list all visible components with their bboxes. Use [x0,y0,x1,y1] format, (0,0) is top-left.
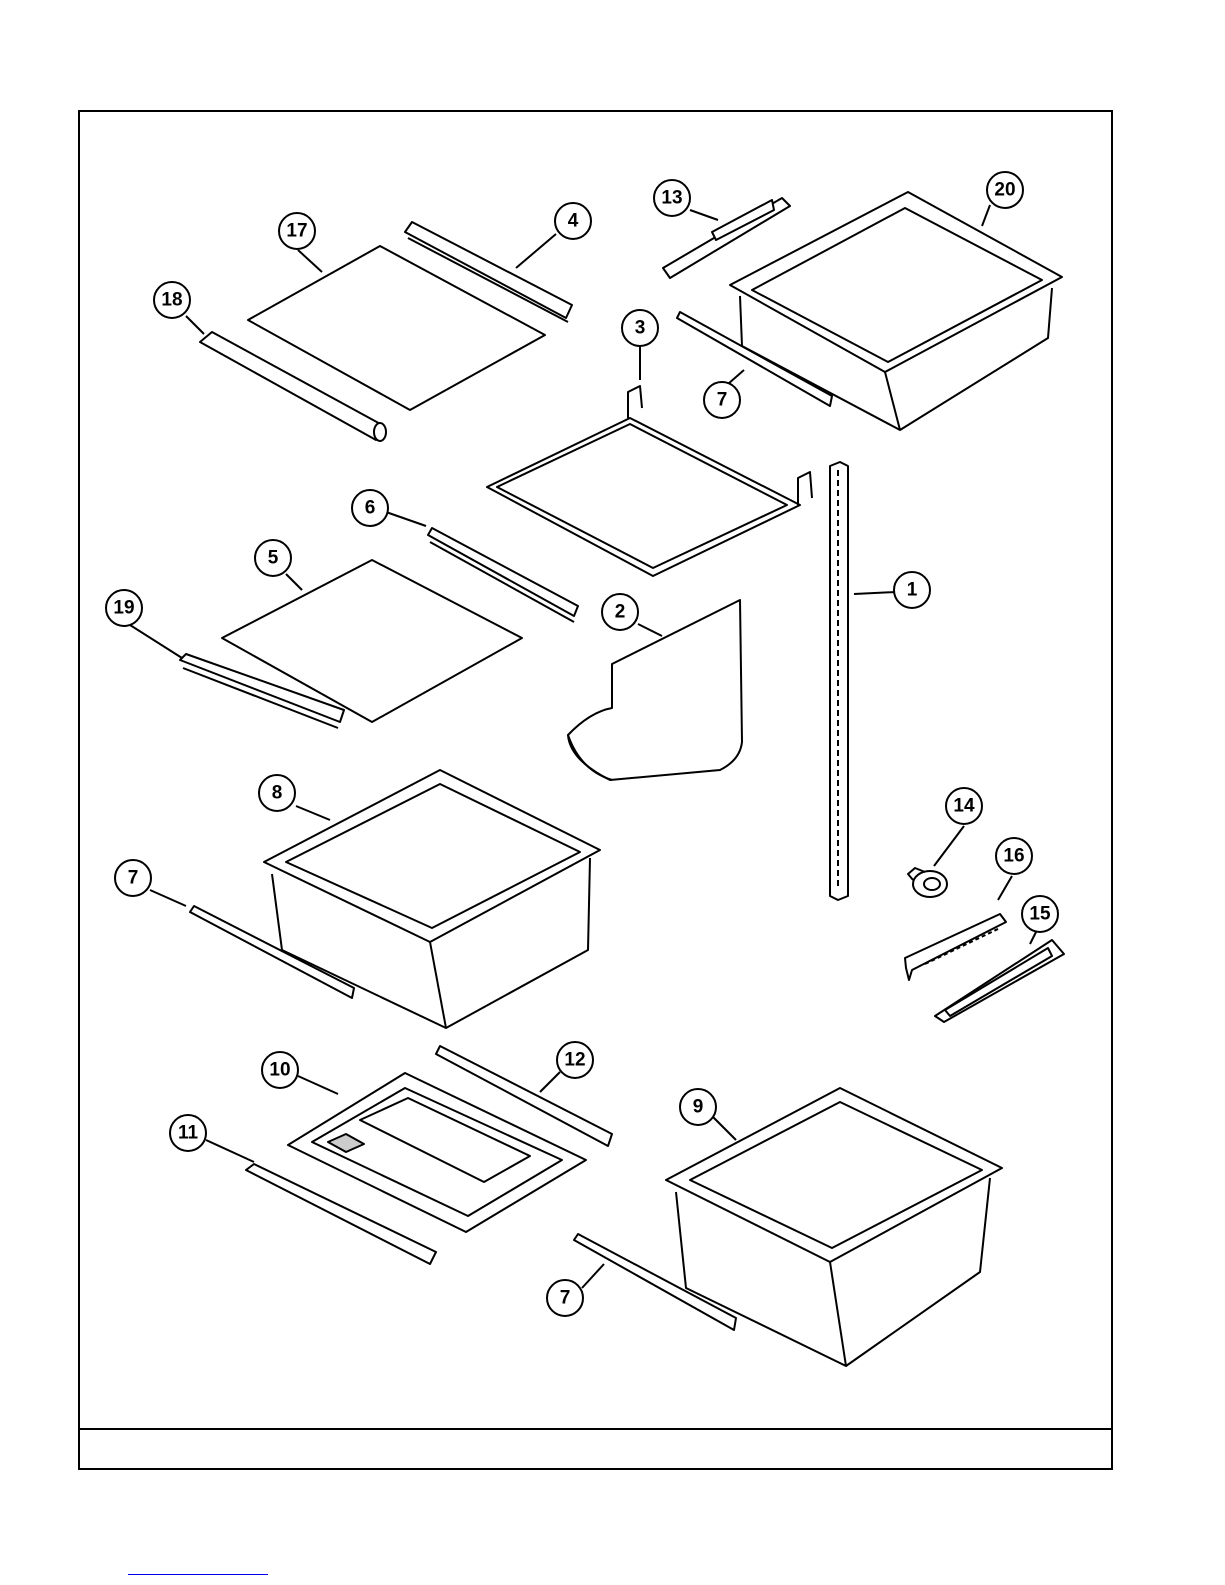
part-3-shelf-frame [487,386,812,576]
callout-8: 8 [272,783,283,804]
callout-5: 5 [268,548,279,569]
callout-3: 3 [635,318,646,339]
callout-19: 19 [113,598,134,619]
callout-9: 9 [693,1097,704,1118]
part-20-drawer [730,192,1062,430]
callout-10: 10 [269,1060,290,1081]
callout-6: 6 [365,498,376,519]
callout-16: 16 [1003,846,1024,867]
callout-13: 13 [661,188,682,209]
part-8-drawer [264,770,600,1028]
callout-1: 1 [907,580,918,601]
part-7-trim-bottom [574,1234,736,1330]
callout-7-top: 7 [717,390,728,411]
part-1-rail [830,462,848,900]
callout-11: 11 [178,1123,199,1144]
part-16-slide-bracket [905,914,1006,980]
callout-18: 18 [161,290,182,311]
part-14-knob [908,868,947,897]
callout-15: 15 [1029,904,1051,925]
callout-7-bottom: 7 [560,1288,571,1309]
callout-14: 14 [953,796,975,817]
callout-17: 17 [286,221,307,242]
part-2-divider [568,600,742,780]
part-9-drawer [666,1088,1002,1366]
callout-4: 4 [568,211,579,232]
callout-20: 20 [994,180,1015,201]
part-7-trim-middle [190,906,354,998]
part-15-slide-rail [935,940,1064,1022]
callout-2: 2 [615,602,626,623]
callout-7-middle: 7 [128,868,139,889]
part-5-glass-shelf [222,560,522,722]
callout-12: 12 [564,1050,585,1071]
